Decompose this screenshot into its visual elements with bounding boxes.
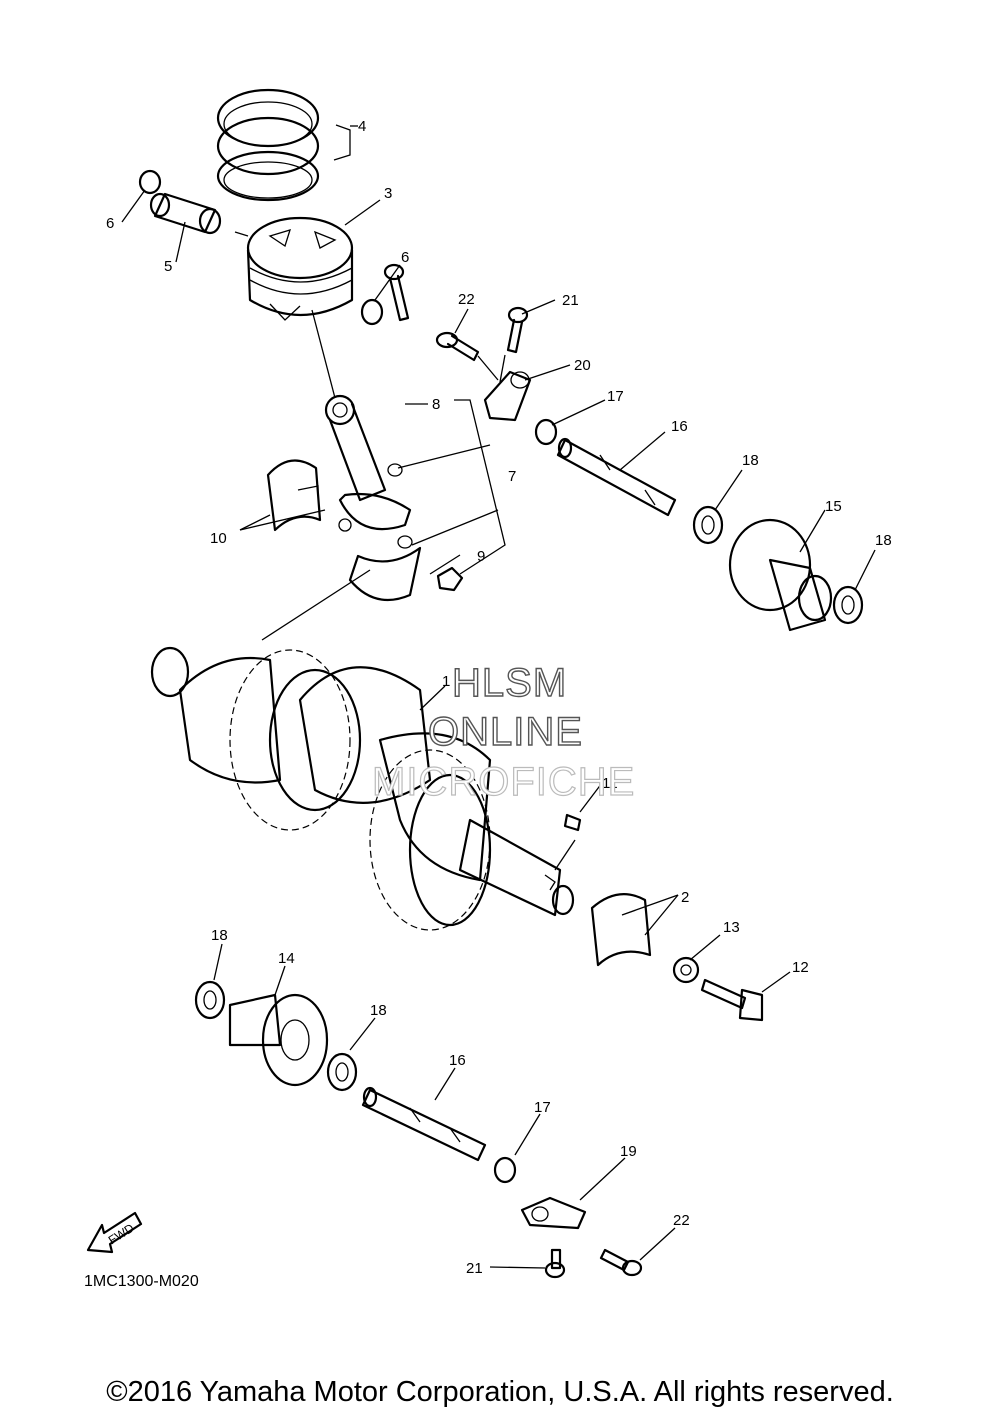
watermark: HLSM ONLINE MICROFICHE	[371, 660, 635, 804]
rod-nut	[436, 566, 464, 592]
callout-label: 11	[602, 775, 618, 792]
callout-label: 17	[534, 1099, 551, 1116]
callout-label: 8	[432, 396, 440, 413]
fwd-arrow-icon: FWD	[86, 1211, 143, 1254]
callout-label: 5	[164, 258, 172, 275]
watermark-line1: HLSM	[452, 661, 567, 705]
callout-label: 20	[574, 357, 591, 374]
copyright-footer: ©2016 Yamaha Motor Corporation, U.S.A. A…	[106, 1376, 894, 1408]
connecting-rod	[324, 394, 412, 532]
circlip-upper	[138, 169, 162, 195]
balancer-lever-lower	[520, 1196, 587, 1230]
piston	[246, 216, 354, 321]
leader-lines	[121, 189, 876, 1269]
callout-label: 6	[106, 215, 114, 232]
callout-label: 19	[620, 1143, 637, 1160]
callout-label: 15	[825, 498, 842, 515]
balancer-lever-upper	[483, 370, 532, 422]
washer-13	[672, 956, 700, 984]
spacer-right	[832, 585, 864, 625]
balancer-shaft-upper	[556, 437, 677, 517]
callout-label: 16	[671, 418, 688, 435]
bolt-22-upper	[435, 331, 480, 362]
callout-label: 3	[384, 185, 392, 202]
callout-label: 6	[401, 249, 409, 266]
rod-bolt	[383, 263, 410, 322]
callout-label: 18	[370, 1002, 387, 1019]
callout-label: 13	[723, 919, 740, 936]
fwd-label: FWD	[106, 1221, 137, 1248]
piston-rings	[216, 88, 320, 202]
callout-label: 2	[681, 889, 689, 906]
rod-cap	[348, 535, 422, 602]
callout-label: 18	[742, 452, 759, 469]
rod-bearing	[266, 459, 322, 532]
watermark-line2: ONLINE	[428, 710, 583, 754]
balancer-gear-upper	[728, 518, 833, 632]
o-ring-upper	[534, 418, 558, 446]
alignment-lines	[234, 124, 506, 641]
callout-label: 1	[442, 673, 450, 690]
diagram-code: 1MC1300-M020	[84, 1273, 199, 1290]
woodruff-key	[563, 813, 582, 832]
callout-label: 17	[607, 388, 624, 405]
spacer-upper	[692, 505, 724, 545]
callout-label: 16	[449, 1052, 466, 1069]
callout-label: 7	[508, 468, 516, 485]
callout-label: 4	[358, 118, 366, 135]
balancer-shaft-lower	[361, 1086, 487, 1162]
bolt-12	[700, 978, 764, 1022]
callout-label: 18	[211, 927, 228, 944]
spacer-lower-mid	[326, 1052, 358, 1092]
callout-label: 9	[477, 548, 485, 565]
callout-label: 22	[458, 291, 475, 308]
callout-label: 22	[673, 1212, 690, 1229]
callouts: 4 3 6 5 6 22 21 20 8 17 16 7 18 15 10 9 …	[106, 118, 892, 1277]
callout-label: 10	[210, 530, 227, 547]
balancer-gear-lower	[228, 993, 329, 1087]
circlip-lower	[360, 298, 384, 326]
bolt-22-lower	[599, 1248, 643, 1277]
callout-label: 18	[875, 532, 892, 549]
watermark-line3: MICROFICHE	[372, 760, 635, 804]
callout-label: 14	[278, 950, 295, 967]
callout-label: 12	[792, 959, 809, 976]
crankshaft	[150, 646, 575, 931]
main-bearing	[590, 892, 652, 967]
o-ring-lower	[493, 1156, 517, 1184]
spacer-lower-left	[194, 980, 226, 1020]
callout-label: 21	[562, 292, 579, 309]
bolt-21-upper	[506, 306, 529, 354]
bolt-21-lower	[544, 1248, 566, 1279]
piston-pin	[149, 192, 222, 235]
callout-label: 21	[466, 1260, 483, 1277]
